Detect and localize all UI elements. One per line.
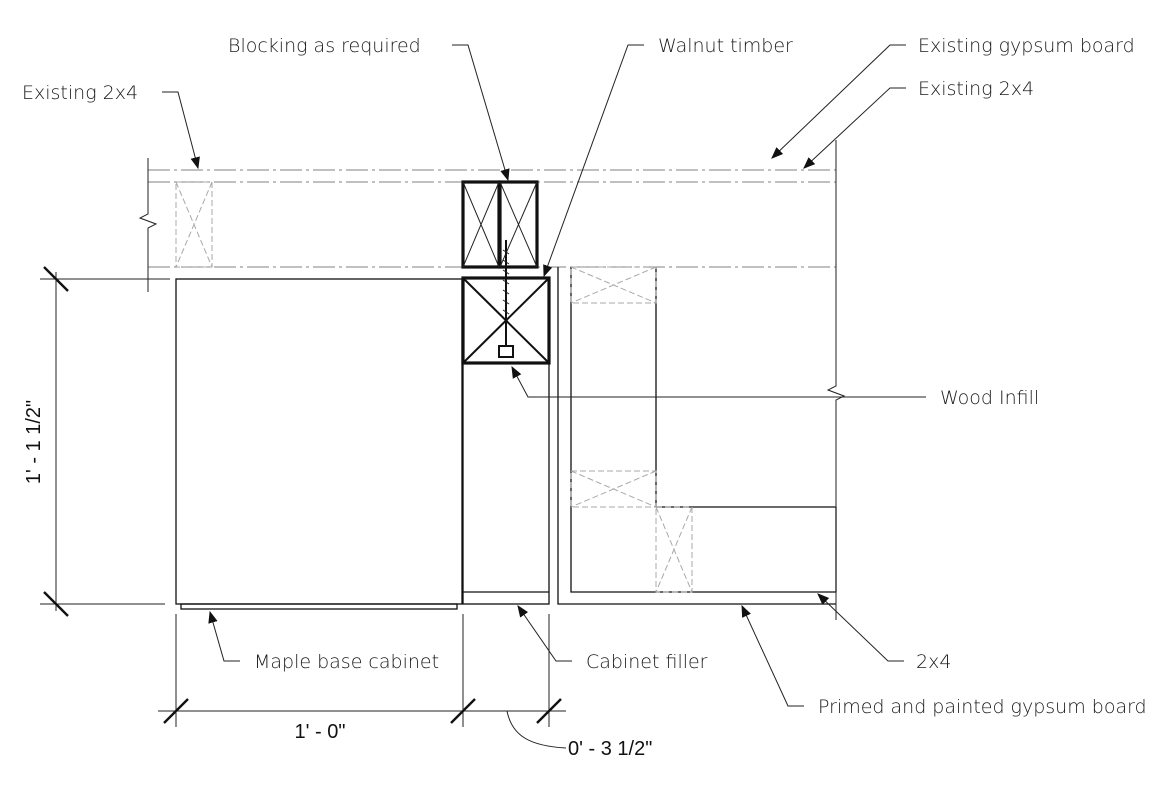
- label-blocking: Blocking as required: [228, 35, 421, 57]
- blocking-boxes: [461, 180, 539, 269]
- dimension-horizontal-main-text: 1' - 0": [295, 721, 346, 743]
- label-cabinet-filler: Cabinet filler: [586, 651, 708, 673]
- new-wall: [557, 266, 837, 605]
- cabinet-filler: [462, 362, 550, 605]
- dimension-vertical: 1' - 1 1/2": [23, 266, 170, 617]
- label-wood-infill: Wood Infill: [940, 387, 1039, 409]
- dimension-vertical-text: 1' - 1 1/2": [23, 400, 45, 484]
- label-maple-cabinet: Maple base cabinet: [254, 651, 439, 673]
- label-existing-2x4-left: Existing 2x4: [22, 82, 138, 104]
- dimension-horizontal: 1' - 0" 0' - 3 1/2": [158, 614, 652, 760]
- label-primed-gypsum: Primed and painted gypsum board: [818, 696, 1147, 718]
- label-existing-2x4-right: Existing 2x4: [918, 78, 1034, 100]
- existing-stud-ghost: [175, 181, 213, 268]
- annotations: Blocking as required Walnut timber Exist…: [22, 35, 1147, 718]
- maple-base-cabinet: [175, 278, 463, 610]
- label-existing-gypsum: Existing gypsum board: [918, 35, 1135, 57]
- label-walnut: Walnut timber: [658, 35, 793, 57]
- label-2x4: 2x4: [916, 651, 951, 673]
- right-break-line: [826, 140, 846, 620]
- existing-wall: [138, 158, 836, 292]
- dimension-horizontal-filler-text: 0' - 3 1/2": [568, 738, 652, 760]
